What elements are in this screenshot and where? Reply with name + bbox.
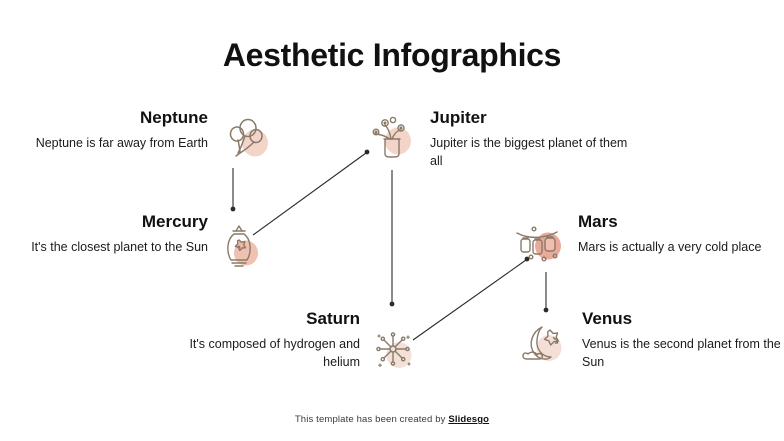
neptune-name: Neptune <box>140 108 208 127</box>
connector-jupiter-to-saturn <box>389 170 395 307</box>
venus-text: Venus Venus is the second planet from th… <box>582 308 782 371</box>
crescent-moon-flower-icon <box>518 318 572 372</box>
flower-vase-icon <box>365 110 419 164</box>
jupiter-name: Jupiter <box>430 108 487 127</box>
neptune-description: Neptune is far away from Earth <box>35 136 208 150</box>
jupiter-text: Jupiter Jupiter is the biggest planet of… <box>430 107 640 170</box>
jupiter-description: Jupiter is the biggest planet of them al… <box>430 136 628 168</box>
saturn-text: Saturn It's composed of hydrogen and hel… <box>165 308 360 371</box>
mercury-name: Mercury <box>141 212 208 231</box>
footer-credit: This template has been created by Slides… <box>0 414 784 425</box>
mars-text: Mars Mars is actually a very cold place <box>578 211 778 257</box>
venus-description: Venus is the second planet from the Sun <box>582 337 781 369</box>
connector-neptune-to-mercury <box>230 168 236 212</box>
saturn-name: Saturn <box>306 309 360 328</box>
footer-text: This template has been created by <box>294 414 449 425</box>
neptune-text: Neptune Neptune is far away from Earth <box>8 107 208 153</box>
mercury-text: Mercury It's the closest planet to the S… <box>8 211 208 257</box>
hanging-lanterns-icon <box>512 219 566 273</box>
mars-name: Mars <box>578 212 618 231</box>
venus-name: Venus <box>582 309 633 328</box>
connector-mars-to-venus <box>543 272 549 313</box>
mercury-description: It's the closest planet to the Sun <box>31 240 208 254</box>
mars-description: Mars is actually a very cold place <box>578 240 762 254</box>
lantern-icon <box>213 222 267 276</box>
page-title: Aesthetic Infographics <box>222 37 562 73</box>
firework-icon <box>368 325 422 379</box>
balloons-icon <box>223 112 277 166</box>
slidesgo-link[interactable]: Slidesgo <box>448 414 490 425</box>
saturn-description: It's composed of hydrogen and helium <box>189 337 360 369</box>
